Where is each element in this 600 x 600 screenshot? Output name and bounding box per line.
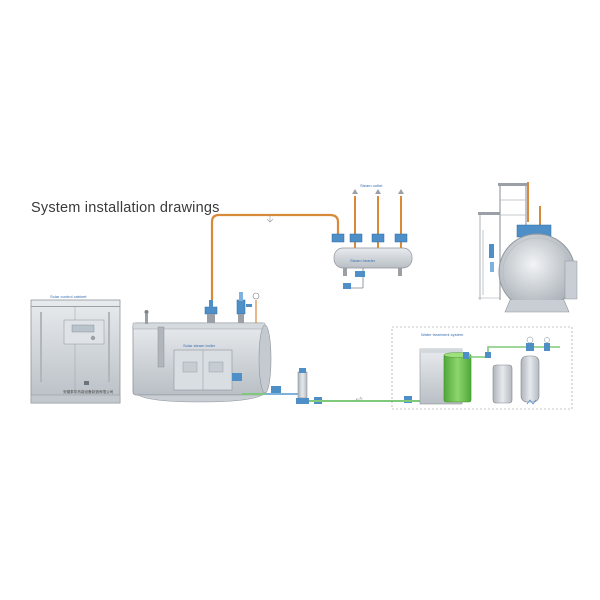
treatment-valves [463, 336, 550, 359]
safety-valve [236, 292, 252, 323]
water-treatment-box [391, 326, 573, 410]
cabinet-footer-text: 安徽泰华热能设备制造有限公司 [63, 389, 114, 394]
steam-outlet-label: Steam outlet [360, 183, 383, 188]
control-cabinet [30, 299, 121, 404]
water-treatment-label: Water treatment system [421, 332, 464, 337]
brine-tank [520, 355, 540, 405]
boiler-end-view [478, 182, 578, 313]
steam-boiler-label: Solar steam boiler [183, 343, 216, 348]
steam-pipe [210, 213, 340, 300]
water-tank [443, 352, 472, 403]
steam-header-label: Steam header [350, 258, 376, 263]
header-valves [331, 233, 408, 289]
diagram-heading: System installation drawings [31, 200, 220, 216]
feed-water-pump [296, 368, 309, 404]
pressure-gauge [252, 292, 260, 323]
control-cabinet-label: Solar control cabinet [50, 294, 87, 299]
resin-tank [492, 364, 513, 404]
steam-boiler [132, 310, 272, 403]
boiler-steam-valve [204, 300, 218, 323]
steam-header [333, 247, 413, 289]
